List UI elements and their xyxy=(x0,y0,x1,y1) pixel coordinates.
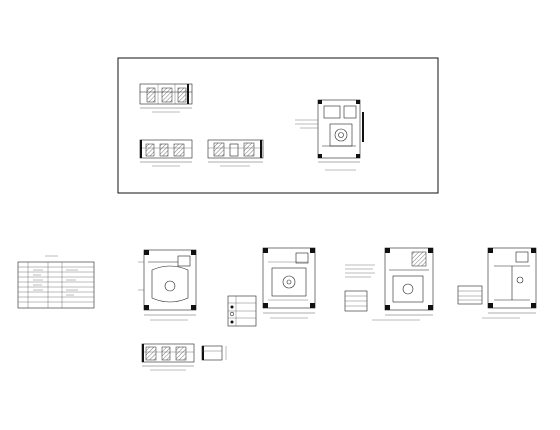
floor-plan-2 xyxy=(227,247,316,327)
section-elevation xyxy=(141,343,195,371)
key-plan xyxy=(295,99,364,171)
detail-small xyxy=(201,345,227,361)
floor-plan-3 xyxy=(344,247,434,321)
legend-table xyxy=(17,255,95,309)
floor-plan-2-symbol-legend xyxy=(227,295,257,327)
floor-plan-1 xyxy=(138,249,197,321)
elevation-1 xyxy=(139,83,193,113)
floor-plan-4 xyxy=(457,247,537,319)
elevation-3 xyxy=(207,139,264,167)
floor-plan-3-notes xyxy=(344,264,375,312)
upper-frame-group xyxy=(117,57,439,194)
upper-frame-border xyxy=(117,57,439,194)
elevation-2 xyxy=(139,139,193,167)
floor-plan-4-notes xyxy=(457,285,483,305)
